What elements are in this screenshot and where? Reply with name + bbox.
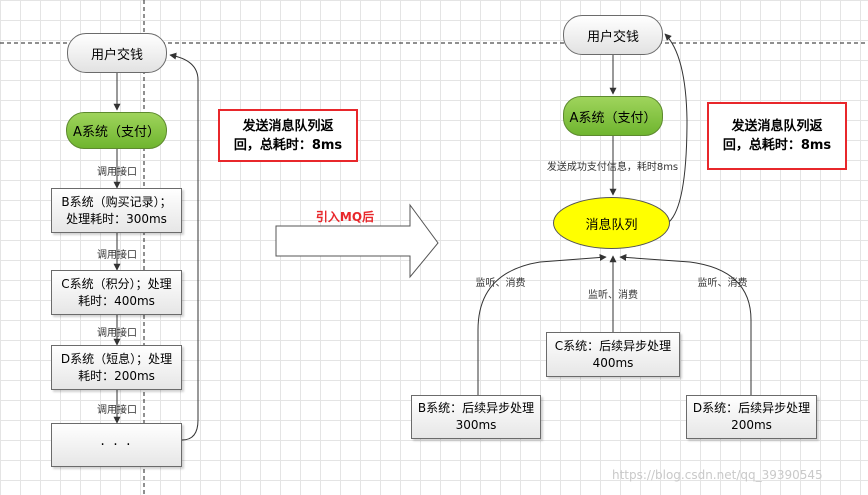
listen-path-left [477,253,607,408]
right-user-pay-label: 用户交钱 [586,29,639,45]
left-call-label-2: 调用接口 [87,246,147,261]
right-system-b-line2: 300ms [455,418,497,432]
listen-label-center-text: 监听、消费 [588,289,638,301]
right-system-d-node: D系统：后续异步处理 200ms [686,395,817,439]
left-note-line2: 回，总耗时：8ms [233,137,343,153]
left-call-label-4-text: 调用接口 [97,404,137,416]
left-system-c-line2: 耗时：400ms [78,293,155,308]
right-system-b-node: B系统：后续异步处理 300ms [411,395,541,439]
right-system-a-label: A系统（支付） [569,110,657,126]
right-note-line1: 发送消息队列返 [731,119,823,134]
left-ellipsis-node: · · · [51,423,182,467]
watermark-text: https://blog.csdn.net/qq_39390545 [612,468,862,486]
left-call-label-4: 调用接口 [87,401,147,416]
right-system-c-node: C系统：后续异步处理 400ms [546,332,680,377]
listen-label-center: 监听、消费 [578,286,648,301]
right-system-d-line2: 200ms [731,418,772,432]
left-note-line1: 发送消息队列返 [242,118,334,134]
left-system-b-node: B系统（购买记录）； 处理耗时：300ms [51,188,182,233]
left-user-pay-label: 用户交钱 [90,47,143,63]
listen-label-left: 监听、消费 [468,274,533,289]
left-system-b-line2: 处理耗时：300ms [66,211,167,226]
left-system-b-line1: B系统（购买记录）； [61,194,172,209]
left-note-box: 发送消息队列返 回，总耗时：8ms [218,109,358,162]
watermark-text-value: https://blog.csdn.net/qq_39390545 [612,468,823,482]
listen-label-right-text: 监听、消费 [697,277,748,289]
right-system-d-line1: D系统：后续异步处理 [692,401,811,415]
listen-label-right: 监听、消费 [690,274,755,289]
message-queue-label: 消息队列 [585,217,638,233]
left-call-label-3: 调用接口 [87,324,147,339]
left-system-c-node: C系统（积分）；处理 耗时：400ms [51,270,182,315]
right-system-c-line2: 400ms [592,355,634,370]
left-call-label-1: 调用接口 [87,163,147,178]
right-note-line2: 回，总耗时：8ms [722,138,832,153]
listen-label-left-text: 监听、消费 [475,277,526,289]
right-system-b-line1: B系统：后续异步处理 [417,401,535,415]
left-system-a-node: A系统（支付） [66,112,167,149]
right-system-c-line1: C系统：后续异步处理 [554,338,672,353]
left-user-pay-node: 用户交钱 [67,33,167,73]
message-queue-node: 消息队列 [553,197,670,249]
left-system-d-node: D系统（短息）；处理 耗时：200ms [51,345,182,390]
big-transition-arrow [275,203,439,279]
right-note-box: 发送消息队列返 回，总耗时：8ms [707,102,847,170]
left-system-d-line1: D系统（短息）；处理 [60,351,173,366]
left-call-label-2-text: 调用接口 [97,249,137,261]
right-system-a-node: A系统（支付） [563,96,663,136]
left-return-path [169,52,199,441]
right-return-path [664,33,688,223]
left-ellipsis-label: · · · [100,436,133,453]
right-user-pay-node: 用户交钱 [563,15,663,55]
left-system-c-line1: C系统（积分）；处理 [61,276,172,291]
intro-mq-label-text: 引入MQ后 [315,209,375,224]
intro-mq-label: 引入MQ后 [300,208,390,224]
right-send-label: 发送成功支付信息，耗时8ms [535,158,690,173]
right-send-label-text: 发送成功支付信息，耗时8ms [546,161,679,173]
left-system-d-line2: 耗时：200ms [78,368,155,383]
left-call-label-1-text: 调用接口 [97,166,137,178]
left-call-label-3-text: 调用接口 [97,327,137,339]
listen-path-right [619,253,752,398]
left-system-a-label: A系统（支付） [73,125,160,140]
